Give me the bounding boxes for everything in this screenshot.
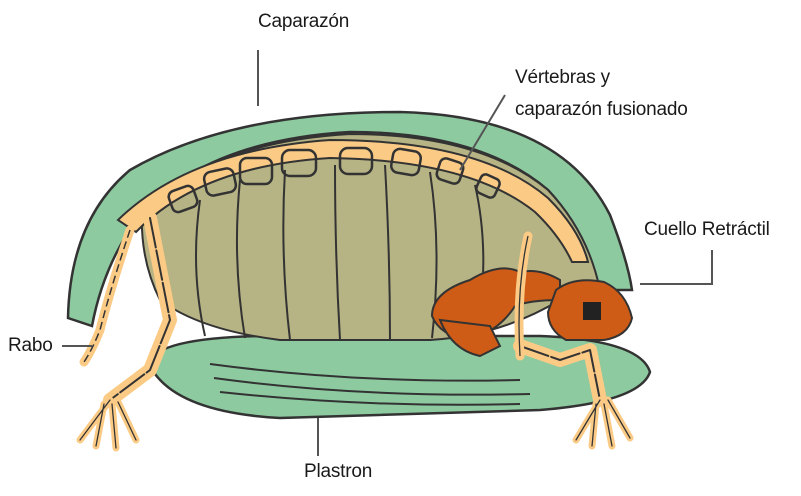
label-rabo: Rabo <box>8 334 53 358</box>
label-cuello-retractil: Cuello Retráctil <box>644 218 770 242</box>
label-vertebras-line1: Vértebras y <box>515 66 610 90</box>
eye-icon <box>583 302 601 320</box>
label-vertebras-line2: caparazón fusionado <box>515 98 688 122</box>
label-plastron: Plastron <box>304 460 372 484</box>
label-caparazon: Caparazón <box>258 10 349 34</box>
leader-cuello <box>640 250 712 284</box>
